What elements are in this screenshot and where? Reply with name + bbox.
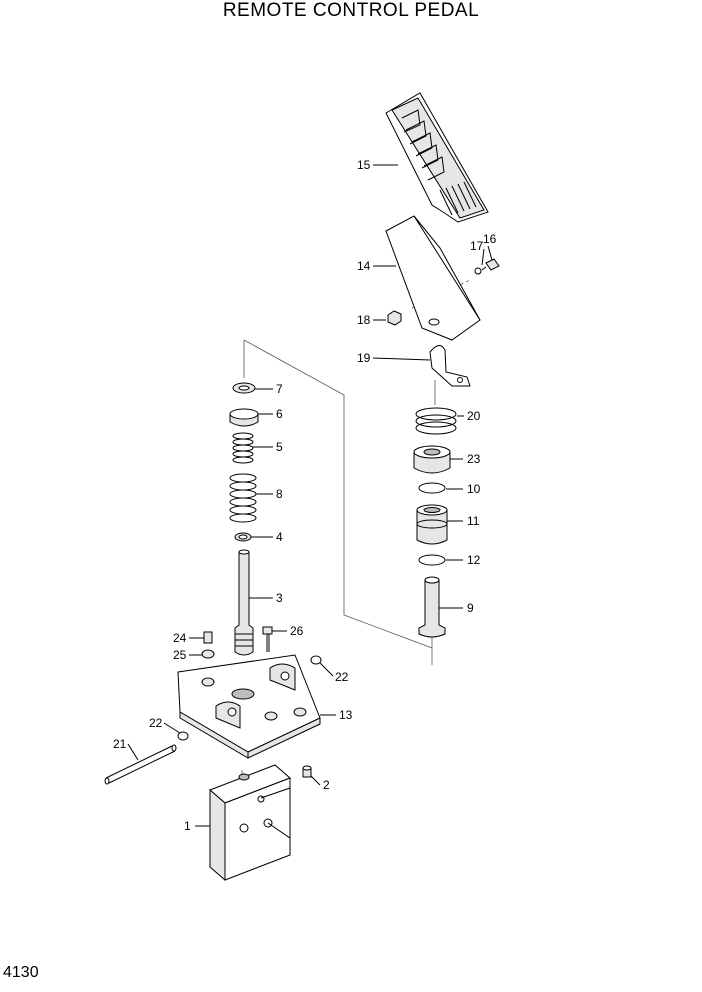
boot-part (413, 445, 451, 474)
spring-5-part (232, 432, 254, 464)
ring-10-part (418, 482, 446, 494)
o-ring-12-part (418, 554, 446, 566)
part-label-1: 1 (184, 819, 191, 833)
page-number: 4130 (3, 964, 39, 981)
part-label-2: 2 (323, 778, 330, 792)
part-number-labels: 1 2 3 4 5 6 7 8 9 10 11 12 13 14 15 16 1… (113, 158, 497, 833)
pin-part (104, 744, 177, 785)
part-label-7: 7 (276, 382, 283, 396)
cam-part (429, 345, 471, 387)
bushing-part (416, 504, 448, 545)
part-label-20: 20 (467, 409, 481, 423)
part-label-22a: 22 (335, 670, 349, 684)
washer-7-part (232, 382, 256, 394)
push-rod-part (234, 549, 254, 656)
page-title: REMOTE CONTROL PEDAL (222, 0, 480, 21)
part-label-21: 21 (113, 737, 127, 751)
part-label-17: 17 (470, 239, 484, 253)
leader-lines (127, 164, 493, 839)
cap-screw-part (262, 626, 273, 652)
part-label-9: 9 (467, 601, 474, 615)
part-label-5: 5 (276, 440, 283, 454)
spring-8-part (229, 473, 257, 523)
pedal-bracket-part (385, 215, 481, 341)
screw-and-nut-24-25 (201, 631, 215, 659)
plate-part (177, 654, 321, 759)
part-label-10: 10 (467, 482, 481, 496)
part-label-11: 11 (467, 514, 480, 528)
o-ring-22b-part (177, 731, 189, 741)
part-label-22b: 22 (149, 716, 163, 730)
bolt-and-washer (474, 258, 500, 275)
spring-seat-part (229, 408, 259, 427)
part-label-25: 25 (173, 648, 187, 662)
o-ring-22a-part (310, 655, 322, 665)
part-label-6: 6 (276, 407, 283, 421)
part-label-3: 3 (276, 591, 283, 605)
part-label-16: 16 (483, 232, 497, 246)
valve-body-part (209, 764, 291, 882)
washer-4-part (234, 532, 252, 542)
spring-20-part (415, 407, 457, 435)
part-label-23: 23 (467, 452, 481, 466)
nut-part (387, 310, 402, 326)
part-label-15: 15 (357, 158, 371, 172)
part-label-18: 18 (357, 313, 371, 327)
part-label-12: 12 (467, 553, 481, 567)
pedal-pad-part (385, 92, 489, 223)
part-label-8: 8 (276, 487, 283, 501)
part-label-13: 13 (339, 708, 353, 722)
part-label-24: 24 (173, 631, 187, 645)
plunger-part (418, 576, 446, 638)
part-label-19: 19 (357, 351, 371, 365)
part-label-4: 4 (276, 530, 283, 544)
part-label-14: 14 (357, 259, 371, 273)
plug-part (302, 765, 312, 778)
part-label-26: 26 (290, 624, 304, 638)
